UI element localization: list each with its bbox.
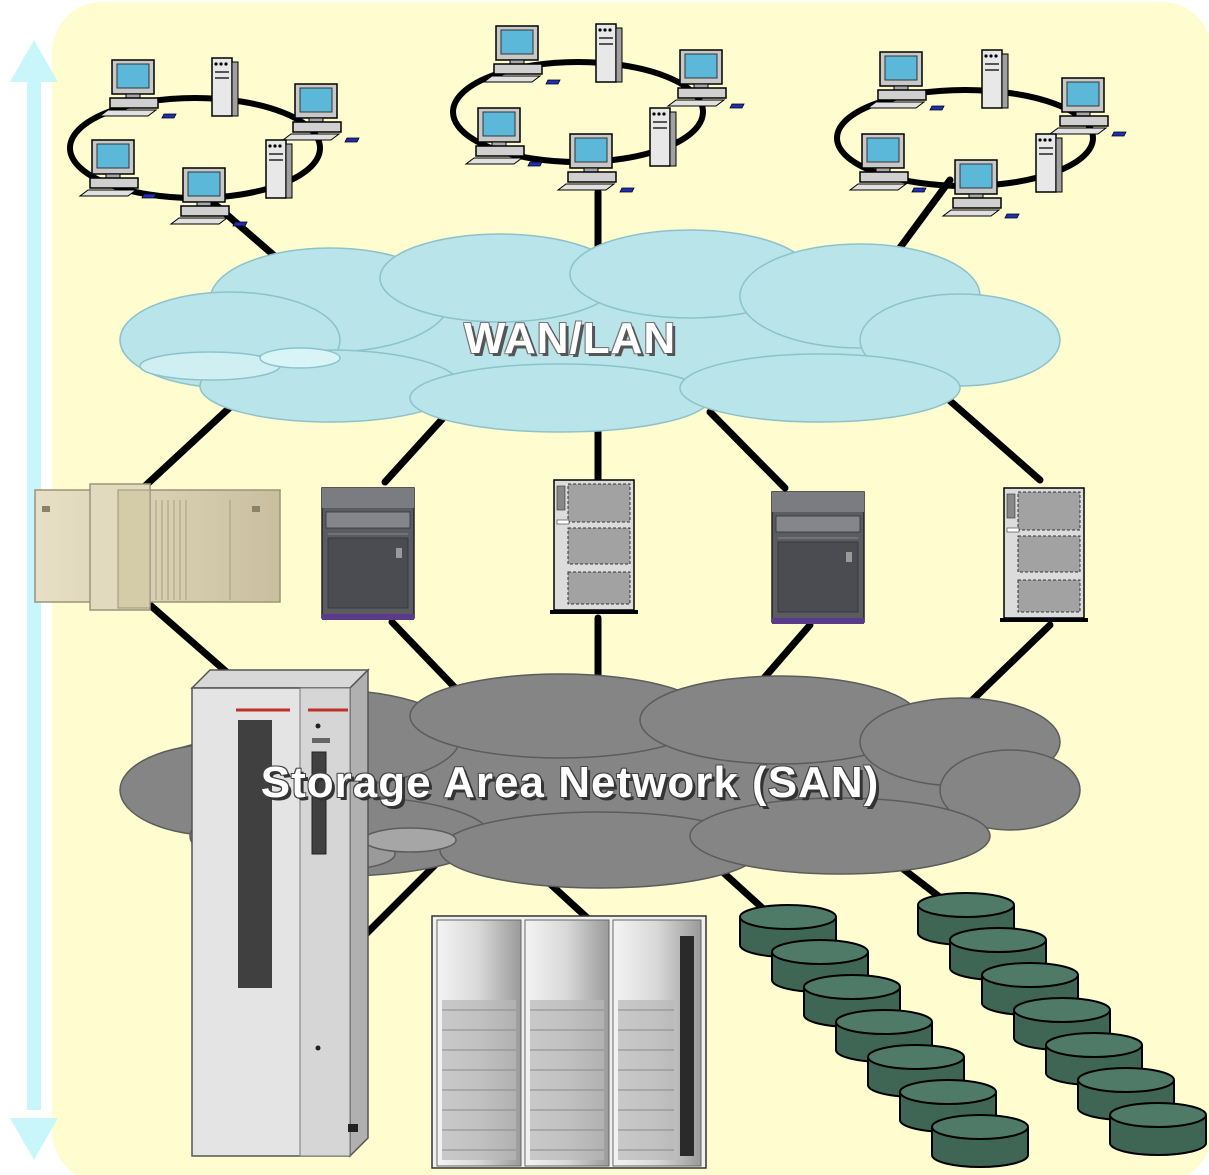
rack-server-icon <box>321 487 415 621</box>
storage-array-icon <box>431 915 707 1169</box>
wan-lan-cloud <box>119 229 1061 433</box>
tower-server-icon <box>548 478 640 614</box>
disk-cylinder-icon <box>1109 1102 1207 1156</box>
mainframe-icon <box>34 483 281 611</box>
client-lan-ring-icon <box>450 23 745 193</box>
san-label: Storage Area Network (SAN) <box>260 758 880 807</box>
wan-lan-label: WAN/LAN <box>463 314 677 363</box>
tape-library-icon <box>190 668 370 1158</box>
disk-cylinder-icon <box>931 1114 1029 1168</box>
rack-server-icon <box>771 491 865 625</box>
client-lan-ring-icon <box>67 57 360 227</box>
scale-arrow-icon <box>10 40 58 1160</box>
tower-server-icon <box>998 486 1090 622</box>
client-lan-ring-icon <box>834 49 1127 219</box>
